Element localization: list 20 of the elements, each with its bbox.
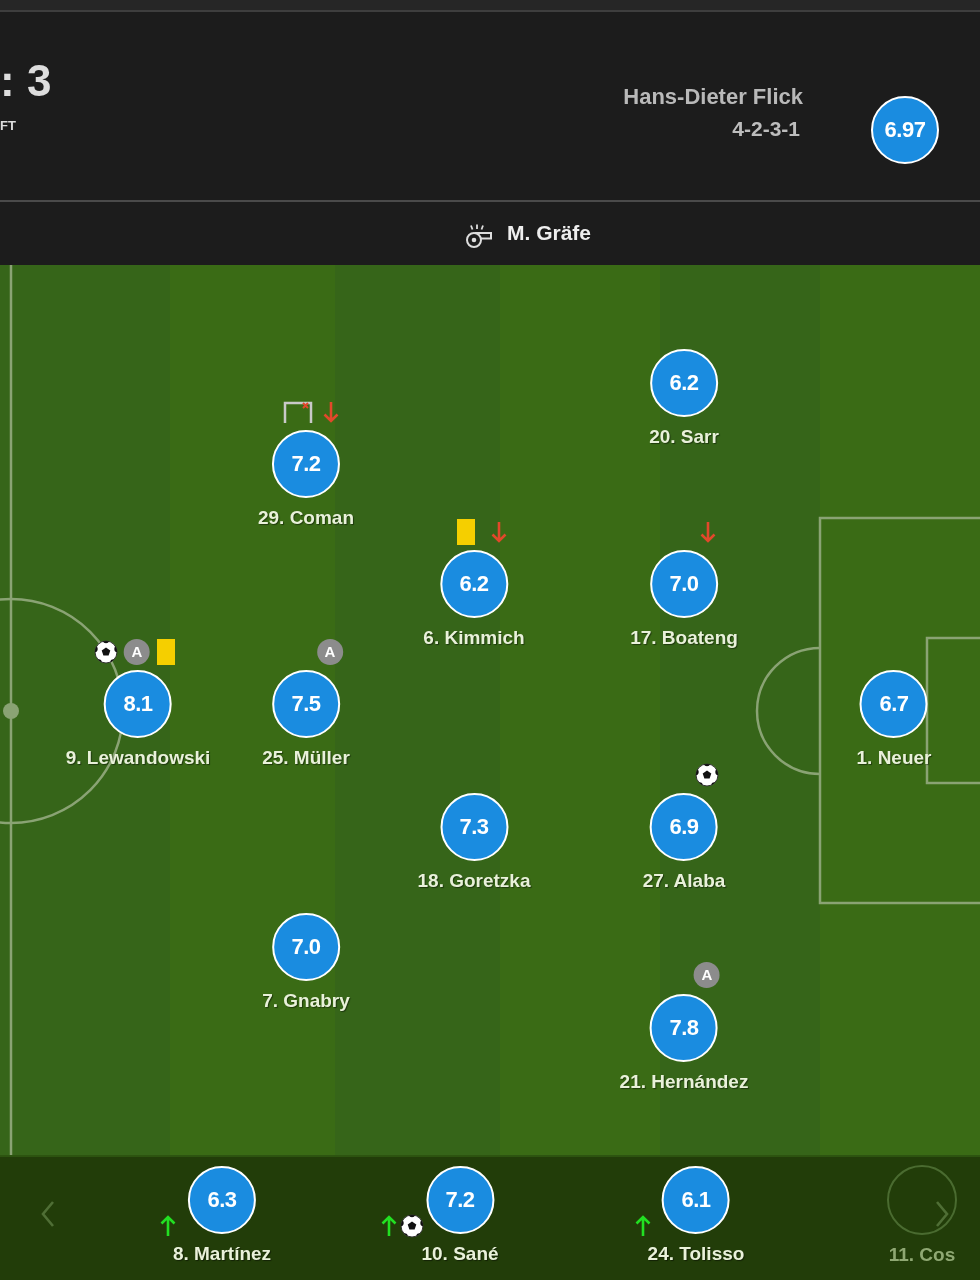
player-name: 21. Hernández xyxy=(619,1071,749,1093)
player-name: 18. Goretzka xyxy=(417,870,531,892)
player-name: 29. Coman xyxy=(257,507,355,529)
player-name: 24. Tolisso xyxy=(647,1243,745,1265)
player-name: 8. Martínez xyxy=(172,1243,272,1265)
formation-text: 4-2-3-1 xyxy=(732,117,800,141)
player-name: 20. Sarr xyxy=(649,426,719,448)
match-status: FT xyxy=(0,118,16,133)
coach-name: Hans-Dieter Flick xyxy=(623,84,803,109)
player-name: 1. Neuer xyxy=(856,747,932,769)
player-name: 17. Boateng xyxy=(630,627,738,649)
player-name: 10. Sané xyxy=(421,1243,499,1265)
player-name: 25. Müller xyxy=(262,747,350,769)
player-name: 27. Alaba xyxy=(642,870,726,892)
player-name: 9. Lewandowski xyxy=(65,747,211,769)
player-name: 6. Kimmich xyxy=(423,627,525,649)
score-text: : 3 xyxy=(0,55,52,106)
player-name: 7. Gnabry xyxy=(262,990,350,1012)
referee-name: M. Gräfe xyxy=(507,221,592,245)
player-name: 11. Cos xyxy=(888,1244,956,1266)
